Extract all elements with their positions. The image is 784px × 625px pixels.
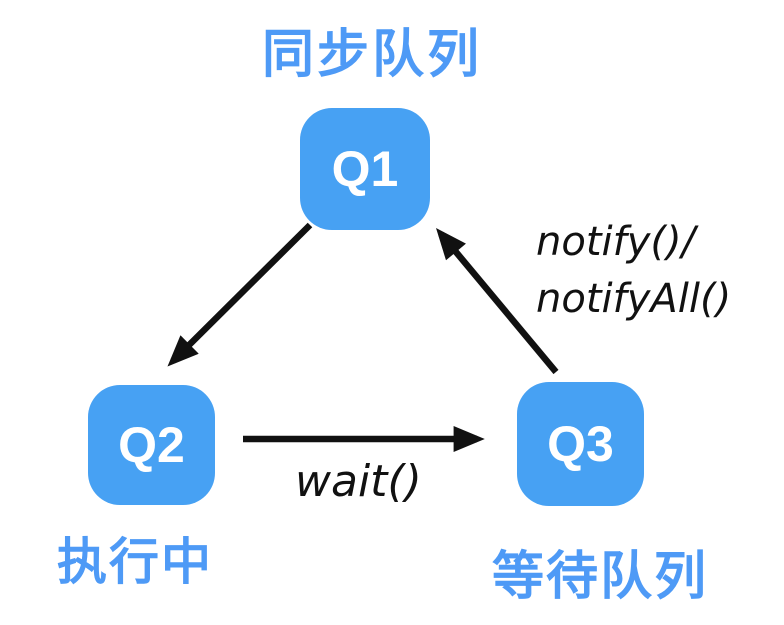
node-q3: Q3 bbox=[517, 382, 644, 506]
edge-q1-q2-arrow bbox=[167, 222, 313, 367]
edge-notify-label-line2: notifyAll() bbox=[536, 275, 732, 322]
edge-wait-label: wait() bbox=[295, 456, 422, 507]
caption-executing: 执行中 bbox=[57, 533, 213, 591]
node-q1: Q1 bbox=[300, 108, 430, 230]
node-q3-label: Q3 bbox=[547, 416, 614, 472]
node-q2-label: Q2 bbox=[118, 417, 185, 473]
diagram-title: 同步队列 bbox=[262, 25, 483, 85]
edge-notify-label: notify()/ notifyAll() bbox=[536, 214, 731, 328]
node-q1-label: Q1 bbox=[331, 141, 399, 197]
node-q2: Q2 bbox=[88, 385, 215, 505]
edge-notify-label-line1: notify()/ bbox=[536, 219, 696, 265]
caption-wait-queue: 等待队列 bbox=[492, 547, 709, 607]
